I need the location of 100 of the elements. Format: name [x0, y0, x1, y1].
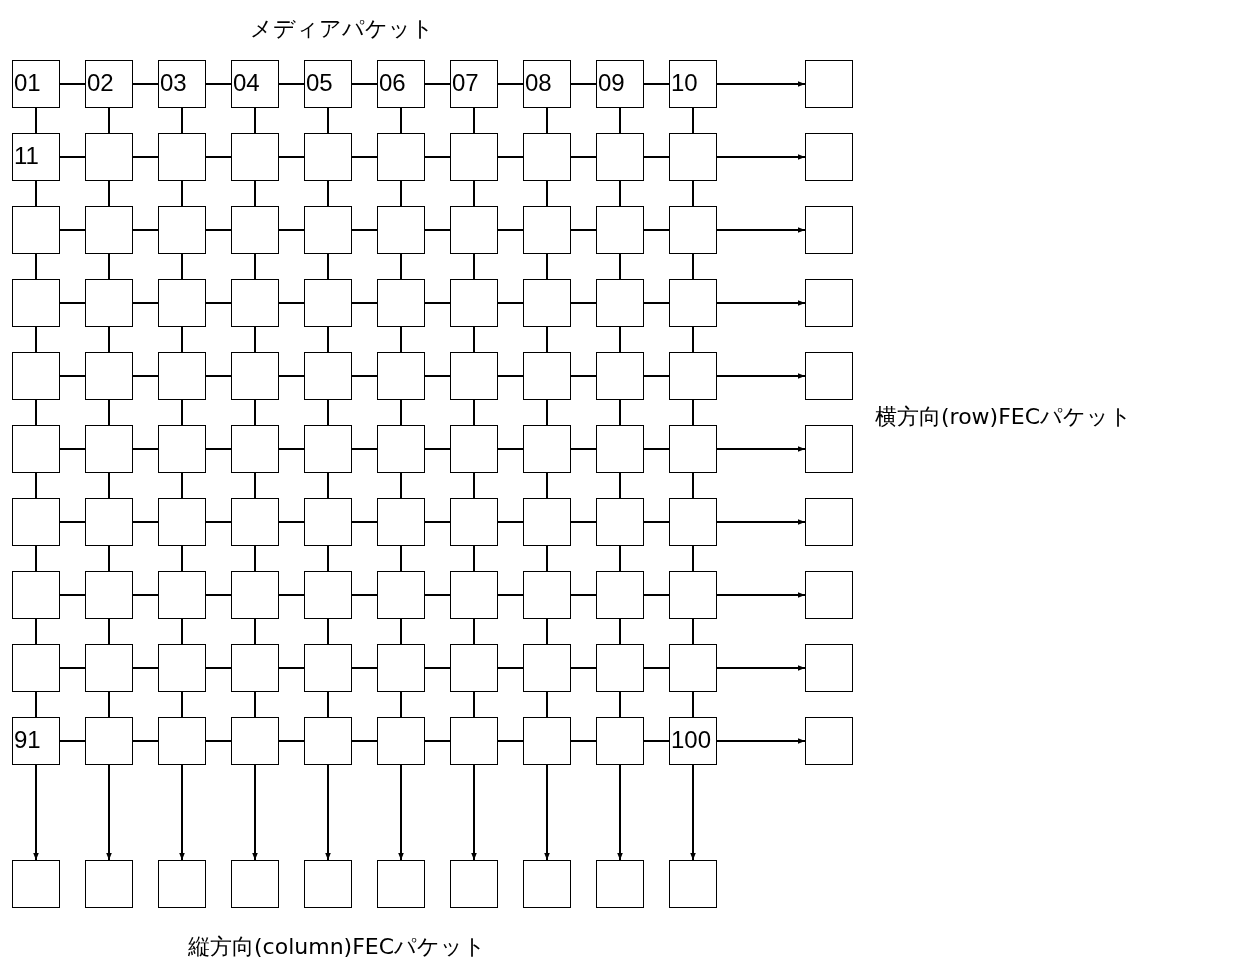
connector-line: [424, 667, 451, 669]
connector-line: [570, 667, 597, 669]
connector-line: [473, 472, 475, 499]
connector-line: [278, 667, 305, 669]
connector-line: [424, 156, 451, 158]
connector-line: [351, 667, 378, 669]
packet-box: [669, 860, 717, 908]
connector-line: [132, 667, 159, 669]
connector-line: [35, 107, 37, 134]
connector-line: [400, 399, 402, 426]
packet-box: [158, 571, 206, 619]
packet-box: [12, 133, 60, 181]
connector-line: [278, 594, 305, 596]
connector-line: [205, 667, 232, 669]
connector-line: [59, 667, 86, 669]
connector-line: [278, 740, 305, 742]
connector-line: [473, 107, 475, 134]
connector-line: [351, 594, 378, 596]
packet-box: [304, 133, 352, 181]
packet-box: [596, 352, 644, 400]
connector-line: [497, 229, 524, 231]
packet-box: [231, 133, 279, 181]
connector-line: [132, 594, 159, 596]
packet-box: [158, 206, 206, 254]
connector-line: [692, 399, 694, 426]
packet-box: [304, 60, 352, 108]
arrow: [690, 764, 696, 861]
connector-line: [254, 253, 256, 280]
connector-line: [108, 399, 110, 426]
packet-box: [596, 860, 644, 908]
arrow: [716, 81, 806, 87]
packet-box: [523, 498, 571, 546]
connector-line: [692, 618, 694, 645]
connector-line: [35, 180, 37, 207]
packet-box: [669, 425, 717, 473]
packet-box: [523, 571, 571, 619]
packet-box: [12, 860, 60, 908]
connector-line: [400, 253, 402, 280]
packet-box: [377, 279, 425, 327]
connector-line: [497, 375, 524, 377]
connector-line: [570, 521, 597, 523]
connector-line: [619, 472, 621, 499]
packet-box: [377, 717, 425, 765]
packet-box: [158, 644, 206, 692]
packet-box: [450, 644, 498, 692]
connector-line: [205, 448, 232, 450]
connector-line: [619, 691, 621, 718]
packet-box: [450, 352, 498, 400]
connector-line: [497, 594, 524, 596]
connector-line: [254, 326, 256, 353]
packet-box: [231, 571, 279, 619]
connector-line: [278, 229, 305, 231]
packet-box: [805, 498, 853, 546]
packet-box: [304, 860, 352, 908]
connector-line: [254, 399, 256, 426]
packet-box: [304, 644, 352, 692]
connector-line: [570, 594, 597, 596]
arrow: [716, 592, 806, 598]
packet-box: [523, 60, 571, 108]
connector-line: [108, 618, 110, 645]
connector-line: [473, 326, 475, 353]
packet-box: [158, 133, 206, 181]
connector-line: [424, 83, 451, 85]
connector-line: [35, 618, 37, 645]
packet-number: 02: [87, 69, 114, 97]
connector-line: [108, 691, 110, 718]
connector-line: [327, 691, 329, 718]
packet-box: [85, 206, 133, 254]
connector-line: [497, 667, 524, 669]
connector-line: [643, 229, 670, 231]
connector-line: [643, 448, 670, 450]
connector-line: [181, 691, 183, 718]
caption-label: 横方向(row)FECパケット: [875, 403, 1133, 431]
connector-line: [546, 472, 548, 499]
connector-line: [497, 448, 524, 450]
connector-line: [473, 399, 475, 426]
packet-box: [158, 352, 206, 400]
packet-box: [158, 498, 206, 546]
connector-line: [473, 545, 475, 572]
arrow: [716, 373, 806, 379]
packet-box: [805, 279, 853, 327]
packet-box: [304, 206, 352, 254]
connector-line: [181, 253, 183, 280]
connector-line: [473, 618, 475, 645]
packet-box: [377, 352, 425, 400]
connector-line: [181, 399, 183, 426]
packet-box: [158, 425, 206, 473]
connector-line: [643, 740, 670, 742]
connector-line: [351, 83, 378, 85]
packet-box: [450, 60, 498, 108]
packet-box: [12, 571, 60, 619]
connector-line: [546, 545, 548, 572]
packet-box: [450, 717, 498, 765]
connector-line: [181, 180, 183, 207]
connector-line: [254, 107, 256, 134]
connector-line: [619, 180, 621, 207]
packet-box: [12, 206, 60, 254]
connector-line: [351, 740, 378, 742]
connector-line: [570, 448, 597, 450]
connector-line: [400, 472, 402, 499]
